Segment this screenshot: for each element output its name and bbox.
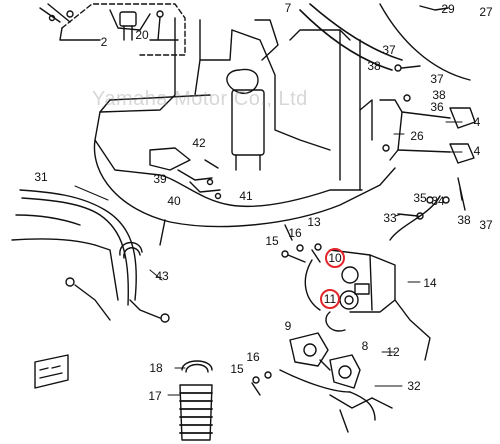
coil-9 <box>289 332 331 371</box>
callout-14: 14 <box>423 276 437 290</box>
callout-15: 15 <box>230 362 244 376</box>
spark-plug-leads <box>379 5 476 241</box>
callout-41: 41 <box>239 189 253 203</box>
callout-31: 31 <box>34 170 48 184</box>
callout-36: 36 <box>430 100 444 114</box>
callout-17: 17 <box>148 389 162 403</box>
screws-right <box>397 187 463 220</box>
highlight-circle-11 <box>320 289 340 309</box>
callout-40: 40 <box>167 194 181 208</box>
callout-8: 8 <box>361 339 369 353</box>
callout-37: 37 <box>430 72 444 86</box>
callout-38: 38 <box>432 88 446 102</box>
wire-32 <box>329 394 393 409</box>
watermark-text: Yamaha Motor Co., Ltd <box>92 88 308 110</box>
leader-lines <box>74 121 463 396</box>
callout-15: 15 <box>265 234 279 248</box>
cdi-bracket <box>304 249 431 361</box>
top-left-box <box>39 3 186 56</box>
engine-block <box>93 3 471 246</box>
coil-8 <box>279 354 376 433</box>
boot-17 <box>179 384 213 441</box>
callout-35: 35 <box>413 191 427 205</box>
callout-12: 12 <box>386 345 400 359</box>
callout-38: 38 <box>367 59 381 73</box>
clamp-43 <box>119 241 143 259</box>
callout-7: 7 <box>284 1 292 15</box>
callout-4: 4 <box>473 144 481 158</box>
callout-11: 11 <box>323 292 337 306</box>
highlight-circle-10 <box>325 248 345 268</box>
callout-32: 32 <box>407 379 421 393</box>
callout-13: 13 <box>307 215 321 229</box>
clamp-18 <box>181 360 213 373</box>
callout-20: 20 <box>135 28 149 42</box>
callout-29: 29 <box>441 2 455 16</box>
callout-38: 38 <box>457 213 471 227</box>
callout-9: 9 <box>284 319 292 333</box>
callout-10: 10 <box>328 251 342 265</box>
callout-4: 4 <box>473 115 481 129</box>
callout-43: 43 <box>155 269 169 283</box>
decal <box>34 354 69 389</box>
callout-27: 27 <box>479 5 493 19</box>
screws-top <box>281 243 322 263</box>
callout-42: 42 <box>192 136 206 150</box>
callout-16: 16 <box>246 350 260 364</box>
callout-2: 2 <box>100 35 108 49</box>
callout-37: 37 <box>382 43 396 57</box>
callout-26: 26 <box>410 129 424 143</box>
rectifier-assembly <box>149 147 222 200</box>
callout-37: 37 <box>479 218 493 232</box>
callout-16: 16 <box>288 226 302 240</box>
callout-34: 34 <box>431 194 445 208</box>
callout-33: 33 <box>383 211 397 225</box>
screws-bottom <box>251 371 272 396</box>
callout-18: 18 <box>149 361 163 375</box>
wire-harness-31 <box>11 189 170 323</box>
callout-39: 39 <box>153 172 167 186</box>
